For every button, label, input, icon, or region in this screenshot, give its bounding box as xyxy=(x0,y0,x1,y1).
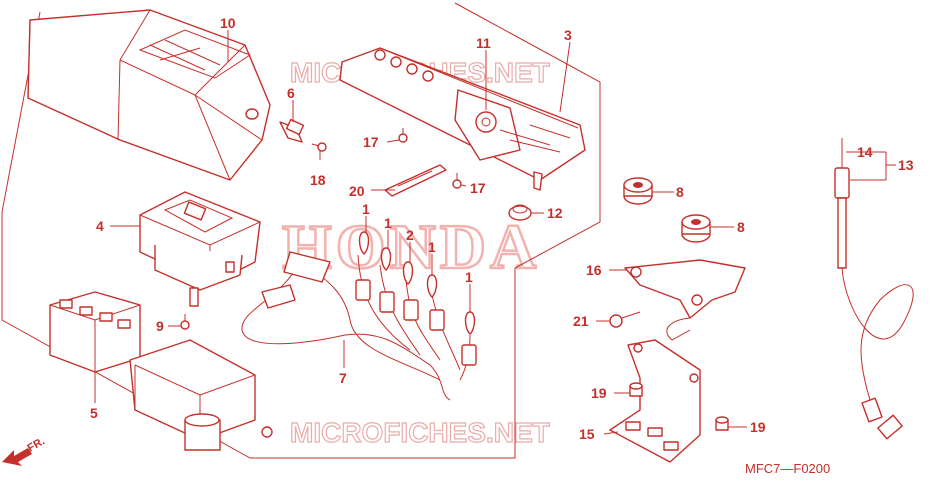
part-5-lower-case xyxy=(49,291,273,451)
part-9-screw xyxy=(180,314,190,330)
callout-14: 14 xyxy=(857,144,873,160)
callout-15: 15 xyxy=(579,426,595,442)
leader-lines xyxy=(94,30,896,435)
callout-20: 20 xyxy=(349,183,365,199)
callout-17-b: 17 xyxy=(470,180,486,196)
part-21-bolt xyxy=(609,311,641,328)
part-6-screw xyxy=(279,118,305,143)
part-16-bracket xyxy=(624,259,746,341)
callout-13: 13 xyxy=(898,157,914,173)
callout-19-a: 19 xyxy=(591,385,607,401)
callout-9: 9 xyxy=(156,318,164,334)
callout-3: 3 xyxy=(564,27,572,43)
part-19-nut-b xyxy=(715,416,729,431)
part-3-meter-case xyxy=(339,47,586,191)
part-4-meter-unit xyxy=(139,191,261,307)
callout-4: 4 xyxy=(96,218,104,234)
assembly-frame xyxy=(1,2,601,459)
part-17-screw-a xyxy=(398,128,408,143)
part-17-screw-b xyxy=(452,173,462,189)
part-8-damper-b xyxy=(681,214,711,243)
bulbs xyxy=(358,231,476,335)
callout-8-a: 8 xyxy=(676,184,684,200)
diagram-code: MFC7—F0200 xyxy=(745,461,830,476)
part-18-screw xyxy=(311,142,327,152)
callout-19-b: 19 xyxy=(750,419,766,435)
part-10-meter-cover xyxy=(27,9,271,181)
part-13-speedometer-cable xyxy=(834,138,914,440)
callout-17-a: 17 xyxy=(363,134,379,150)
callout-1-c: 1 xyxy=(428,239,436,255)
part-7-wire-harness xyxy=(241,251,477,401)
callout-2: 2 xyxy=(406,227,414,243)
callout-8-b: 8 xyxy=(737,219,745,235)
part-12-grommet xyxy=(508,204,532,221)
part-15-bracket xyxy=(609,339,701,463)
callout-21: 21 xyxy=(573,313,589,329)
callout-16: 16 xyxy=(586,262,602,278)
watermark-bottom: MICROFICHES.NET xyxy=(290,417,550,448)
part-19-nut-a xyxy=(629,382,643,397)
part-20-strap xyxy=(384,164,447,197)
part-8-damper-a xyxy=(623,177,653,205)
callout-1-d: 1 xyxy=(465,269,473,285)
callout-7: 7 xyxy=(339,370,347,386)
callout-11: 11 xyxy=(476,35,491,51)
front-arrow-icon xyxy=(2,448,32,466)
callout-1-a: 1 xyxy=(362,201,370,217)
front-label: FR. xyxy=(26,435,47,454)
callout-12: 12 xyxy=(547,205,563,221)
callout-18: 18 xyxy=(310,172,326,188)
callout-5: 5 xyxy=(90,405,98,421)
callout-1-b: 1 xyxy=(384,215,392,231)
callout-10: 10 xyxy=(220,15,236,31)
callout-6: 6 xyxy=(287,85,295,101)
